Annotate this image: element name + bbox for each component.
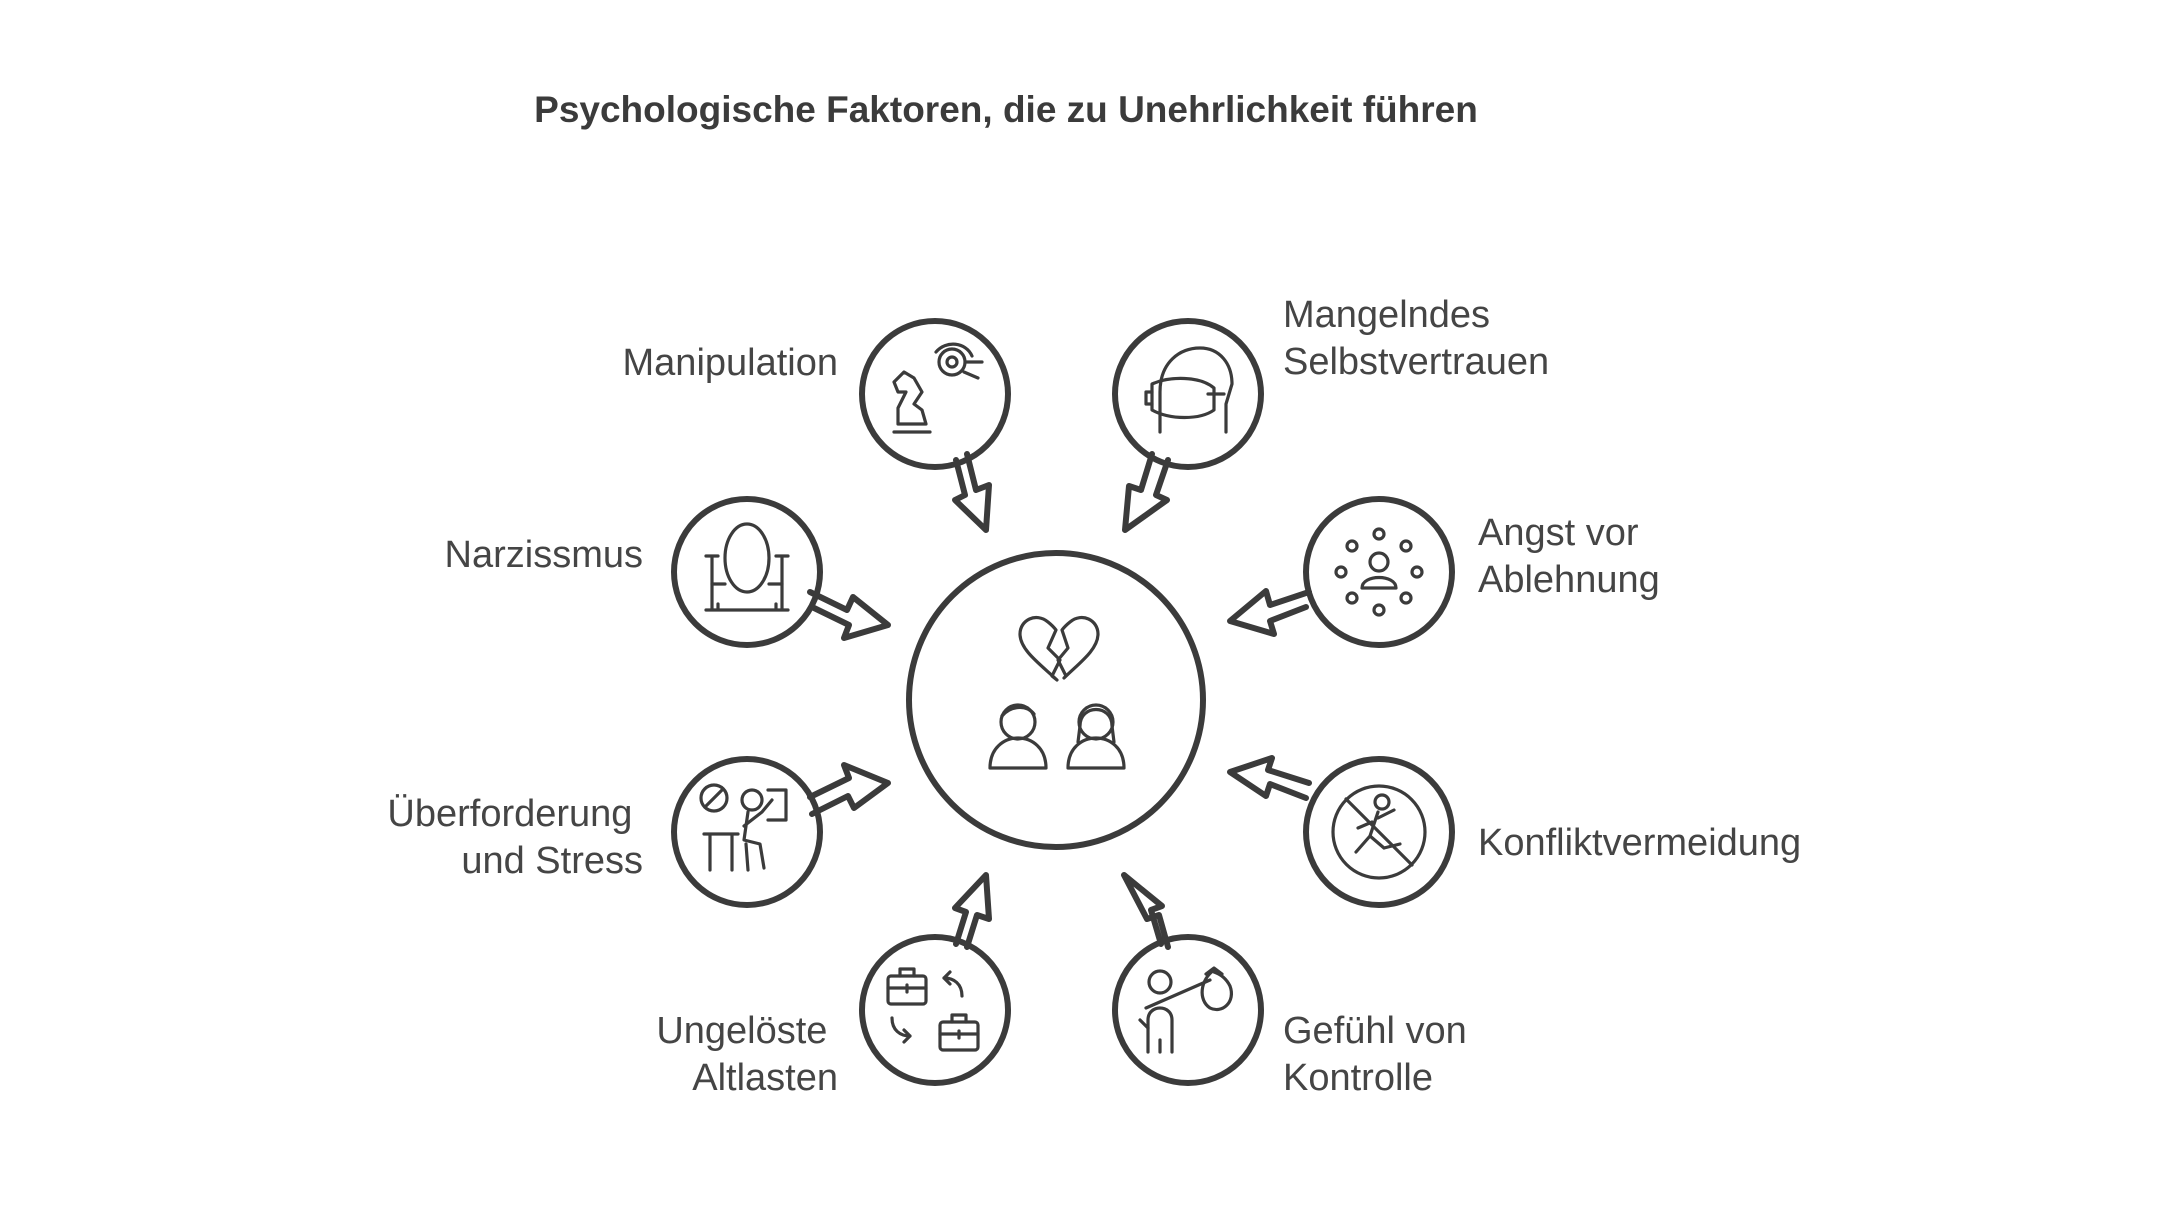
overwhelmed-worker-icon [699, 783, 788, 872]
label-line: Gefühl von [1283, 1010, 1467, 1052]
label-line: Kontrolle [1283, 1057, 1433, 1099]
center-hub [906, 550, 1206, 850]
svg-text:Gefühl von Kontrolle: Gefühl von Kontrolle [1283, 1010, 1477, 1099]
factor-ungeloeste-altlasten: Ungelöste Altlasten [656, 872, 1011, 1099]
label-line: Konfliktvermeidung [1478, 822, 1801, 864]
factor-narzissmus: Narzissmus [445, 496, 891, 648]
label-line: Angst vor [1478, 512, 1639, 554]
connector-arrow [1121, 872, 1171, 950]
person-surrounded-icon [1334, 527, 1424, 617]
connector-arrow [952, 451, 992, 533]
svg-text:Angst vor Ablehnung: Angst vor Ablehnung [1478, 512, 1660, 601]
no-fighting-icon [1331, 784, 1427, 880]
factor-angst-vor-ablehnung: Angst vor Ablehnung [1227, 496, 1660, 648]
connector-arrow [1227, 755, 1312, 801]
svg-text:Überforderung und Stress: Überforderung und Stress [387, 793, 643, 882]
connector-arrow [807, 762, 891, 817]
factor-manipulation: Manipulation [623, 318, 1011, 533]
label-line: Narzissmus [445, 534, 643, 576]
chess-knight-icon [892, 342, 984, 434]
svg-text:Konfliktvermeidung: Konfliktvermeidung [1478, 822, 1801, 864]
label-line: Altlasten [692, 1057, 838, 1099]
connector-arrow [952, 872, 992, 950]
person-with-bag-icon [1138, 966, 1233, 1054]
factor-mangelndes-selbstvertrauen: Mangelndes Selbstvertrauen [1112, 294, 1549, 533]
connector-arrow [1227, 588, 1312, 637]
label-line: Selbstvertrauen [1283, 341, 1549, 383]
connector-arrow [1122, 451, 1171, 533]
label-line: Überforderung [387, 793, 632, 835]
label-line: Mangelndes [1283, 294, 1490, 336]
factor-konfliktvermeidung: Konfliktvermeidung [1227, 755, 1801, 908]
label-line: Ungelöste [656, 1010, 827, 1052]
factor-gefuehl-von-kontrolle: Gefühl von Kontrolle [1112, 872, 1477, 1099]
svg-text:Narzissmus: Narzissmus [445, 534, 643, 576]
svg-text:Ungelöste Altlasten: Ungelöste Altlasten [656, 1010, 838, 1099]
exchange-briefcase-icon [886, 967, 980, 1052]
svg-text:Manipulation: Manipulation [623, 342, 838, 384]
factor-ueberforderung-und-stress: Überforderung und Stress [387, 756, 891, 908]
diagram-title: Psychologische Faktoren, die zu Unehrlic… [534, 89, 1478, 130]
label-line: Ablehnung [1478, 559, 1660, 601]
label-line: und Stress [461, 840, 643, 882]
broken-heart-couple-icon [988, 616, 1126, 770]
mirror-icon [704, 522, 790, 612]
connector-arrow [807, 589, 891, 641]
svg-text:Mangelndes Selbstvertrau: Mangelndes Selbstvertrauen [1283, 294, 1549, 383]
masked-face-icon [1144, 346, 1234, 434]
label-line: Manipulation [623, 342, 838, 384]
